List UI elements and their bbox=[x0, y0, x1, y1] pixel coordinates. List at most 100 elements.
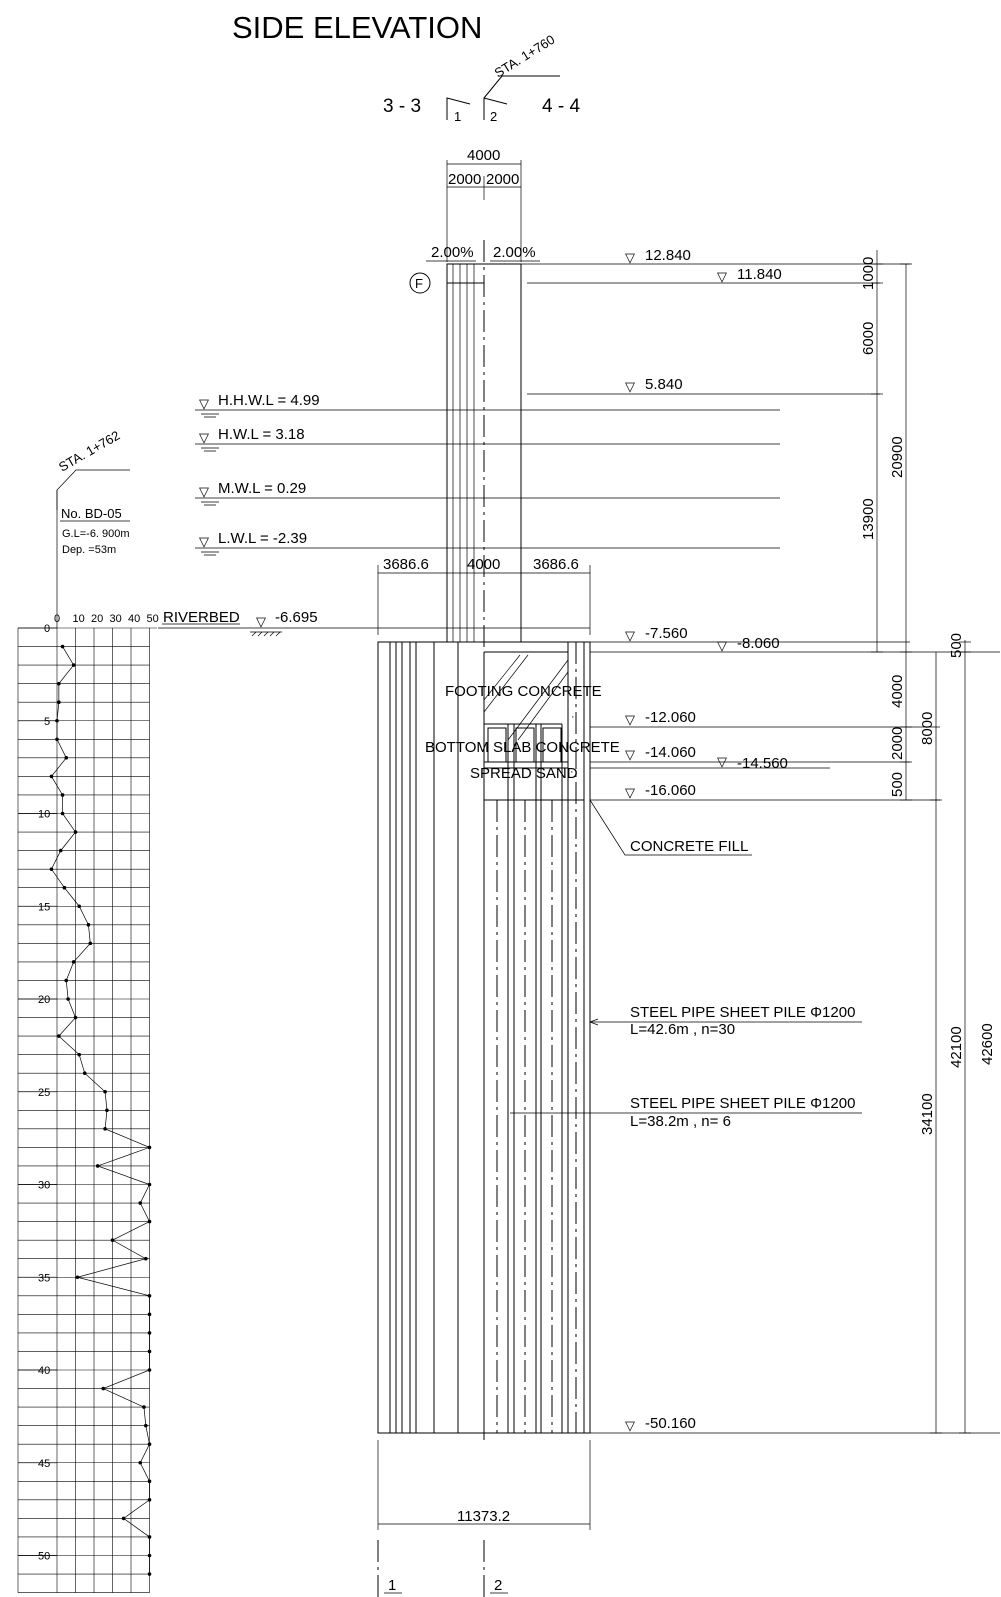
svg-text:▽: ▽ bbox=[199, 430, 209, 445]
n-value-point bbox=[57, 700, 61, 704]
n-value-point bbox=[60, 793, 65, 797]
svg-text:▽: ▽ bbox=[625, 785, 635, 800]
depth-tick-label: 10 bbox=[38, 809, 50, 821]
n-value-point bbox=[147, 1535, 152, 1539]
n-tick-label: 30 bbox=[110, 613, 122, 625]
elev-14060: -14.060 bbox=[645, 744, 696, 761]
riverbed-elev: -6.695 bbox=[275, 609, 318, 626]
pile1-spec: L=42.6m , n=30 bbox=[630, 1021, 735, 1038]
elev-8060: -8.060 bbox=[737, 635, 780, 652]
n-value-point bbox=[105, 1108, 109, 1113]
dim-2000: 2000 bbox=[889, 727, 906, 760]
borehole-log: STA. 1+762 No. BD-05 G.L=-6. 900m Dep. =… bbox=[17, 428, 159, 1593]
elevation-labels: ▽ 12.840 ▽ 11.840 ▽ 5.840 ▽ -7.560 ▽ -8.… bbox=[625, 247, 788, 1433]
n-value-point bbox=[77, 904, 81, 909]
n-value-point bbox=[82, 1071, 87, 1075]
n-value-point bbox=[147, 1294, 152, 1298]
section-arrow-left bbox=[446, 97, 471, 120]
elev-12840: 12.840 bbox=[645, 247, 691, 264]
elev-50160: -50.160 bbox=[645, 1415, 696, 1432]
dim-width-left: 3686.6 bbox=[383, 556, 429, 573]
elev-14560: -14.560 bbox=[737, 755, 788, 772]
n-value-point bbox=[49, 867, 54, 871]
svg-text:·: · bbox=[574, 736, 578, 748]
dim-top-2000-right: 2000 bbox=[486, 171, 519, 188]
n-value-point bbox=[147, 1145, 152, 1150]
n-value-point bbox=[58, 848, 63, 853]
n-value-point bbox=[147, 1331, 152, 1335]
n-tick-label: 20 bbox=[91, 613, 103, 625]
station-label: STA. 1+760 bbox=[492, 32, 558, 81]
label-bottom-slab: BOTTOM SLAB CONCRETE bbox=[425, 739, 620, 756]
svg-text:▽: ▽ bbox=[717, 754, 727, 769]
dim-width-mid: 4000 bbox=[467, 556, 500, 573]
n-value-point bbox=[49, 774, 54, 779]
n-value-point bbox=[55, 737, 59, 742]
depth-tick-label: 15 bbox=[38, 901, 50, 913]
n-value-point bbox=[121, 1516, 126, 1521]
n-tick-label: 50 bbox=[147, 613, 159, 625]
n-value-point bbox=[62, 885, 67, 890]
dim-top-4000: 4000 bbox=[467, 147, 500, 164]
n-value-point bbox=[147, 1572, 152, 1576]
svg-text:▽: ▽ bbox=[199, 484, 209, 499]
section-mark-1: 1 bbox=[454, 109, 461, 124]
n-value-point bbox=[147, 1182, 152, 1187]
section-mark-2: 2 bbox=[490, 109, 497, 124]
n-value-point bbox=[86, 923, 91, 927]
borehole-gl: G.L=-6. 900m bbox=[62, 528, 130, 540]
n-tick-label: 10 bbox=[73, 613, 85, 625]
slope-right: 2.00% bbox=[493, 244, 536, 261]
n-value-point bbox=[147, 1368, 152, 1372]
n-value-point bbox=[64, 978, 69, 983]
elev-11840: 11.840 bbox=[737, 266, 782, 283]
n-tick-label: 40 bbox=[128, 613, 140, 625]
n-value-point bbox=[64, 756, 69, 760]
n-value-point bbox=[71, 663, 76, 667]
n-value-point bbox=[73, 1015, 78, 1020]
component-labels: FOOTING CONCRETE BOTTOM SLAB CONCRETE SP… bbox=[425, 683, 862, 1130]
n-value-point bbox=[110, 1238, 115, 1242]
depth-tick-label: 50 bbox=[38, 1551, 50, 1563]
n-value-point bbox=[75, 1275, 80, 1280]
n-value-point bbox=[101, 1386, 106, 1391]
n-value-point bbox=[66, 997, 70, 1001]
depth-tick-label: 20 bbox=[38, 994, 50, 1006]
dim-42100: 42100 bbox=[948, 1026, 965, 1068]
n-value-point bbox=[144, 1256, 148, 1261]
depth-tick-label: 25 bbox=[38, 1087, 50, 1099]
slope-left: 2.00% bbox=[431, 244, 474, 261]
n-value-point bbox=[103, 1089, 107, 1094]
n-value-point bbox=[147, 1219, 152, 1224]
sheet-pile-wall: · · · bbox=[377, 641, 591, 1434]
dim-6000: 6000 bbox=[860, 322, 877, 355]
water-levels: ▽ H.H.W.L = 4.99 ▽ H.W.L = 3.18 ▽ M.W.L … bbox=[195, 392, 780, 556]
elev-7560: -7.560 bbox=[645, 625, 688, 642]
n-value-point bbox=[60, 811, 65, 816]
borehole-grid bbox=[17, 627, 157, 1593]
vertical-dimensions: 1000 6000 13900 20900 4000 2000 500 8000… bbox=[860, 250, 996, 1434]
n-value-point bbox=[71, 960, 76, 964]
label-footing: FOOTING CONCRETE bbox=[445, 683, 602, 700]
drawing-title: SIDE ELEVATION bbox=[232, 10, 482, 45]
elev-16060: -16.060 bbox=[645, 782, 696, 799]
n-value-point bbox=[103, 1127, 107, 1131]
bottom-mark-1: 1 bbox=[388, 1577, 396, 1594]
svg-text:▽: ▽ bbox=[199, 396, 209, 411]
n-value-point bbox=[138, 1201, 143, 1205]
svg-text:▽: ▽ bbox=[717, 638, 727, 653]
top-width-dimensions: 4000 2000 2000 2.00% 2.00% bbox=[426, 147, 540, 262]
svg-text:▽: ▽ bbox=[717, 269, 727, 284]
borehole-depth: Dep. =53m bbox=[62, 544, 116, 556]
n-value-point bbox=[88, 941, 93, 946]
section-right-label: 4 - 4 bbox=[542, 96, 580, 117]
dim-bottom-total: 11373.2 bbox=[457, 1508, 510, 1525]
svg-text:·: · bbox=[571, 711, 575, 723]
riverbed-label: RIVERBED bbox=[163, 609, 240, 626]
depth-tick-label: 35 bbox=[38, 1272, 50, 1284]
n-value-point bbox=[147, 1553, 152, 1558]
borehole-station: STA. 1+762 bbox=[56, 428, 122, 475]
